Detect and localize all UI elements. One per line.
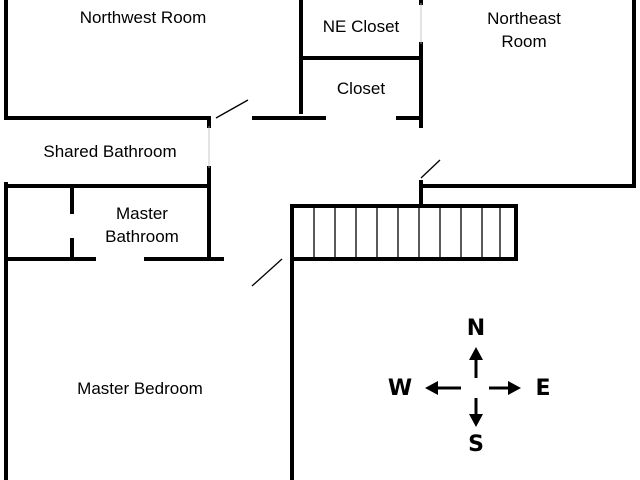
compass-west: W [387,376,413,401]
room-label-master-bedroom: Master Bedroom [77,379,203,398]
room-label-ne-closet: NE Closet [322,17,400,36]
room-label-closet: Closet [336,79,386,98]
compass-north: N [466,316,486,341]
north-arrowhead-icon [469,347,483,360]
room-label-northeast: Northeast Room [487,9,561,51]
east-arrowhead-icon [508,381,521,395]
door [420,159,441,179]
door [251,258,283,287]
room-label-master-bathroom: Master Bathroom [105,204,179,246]
west-arrowhead-icon [425,381,438,395]
room-label-shared-bathroom: Shared Bathroom [43,142,177,161]
compass-east: E [535,376,551,401]
staircase [290,204,518,261]
south-arrowhead-icon [469,414,483,427]
compass-south: S [468,432,484,457]
room-label-northwest: Northwest Room [79,8,207,27]
door [215,99,249,119]
